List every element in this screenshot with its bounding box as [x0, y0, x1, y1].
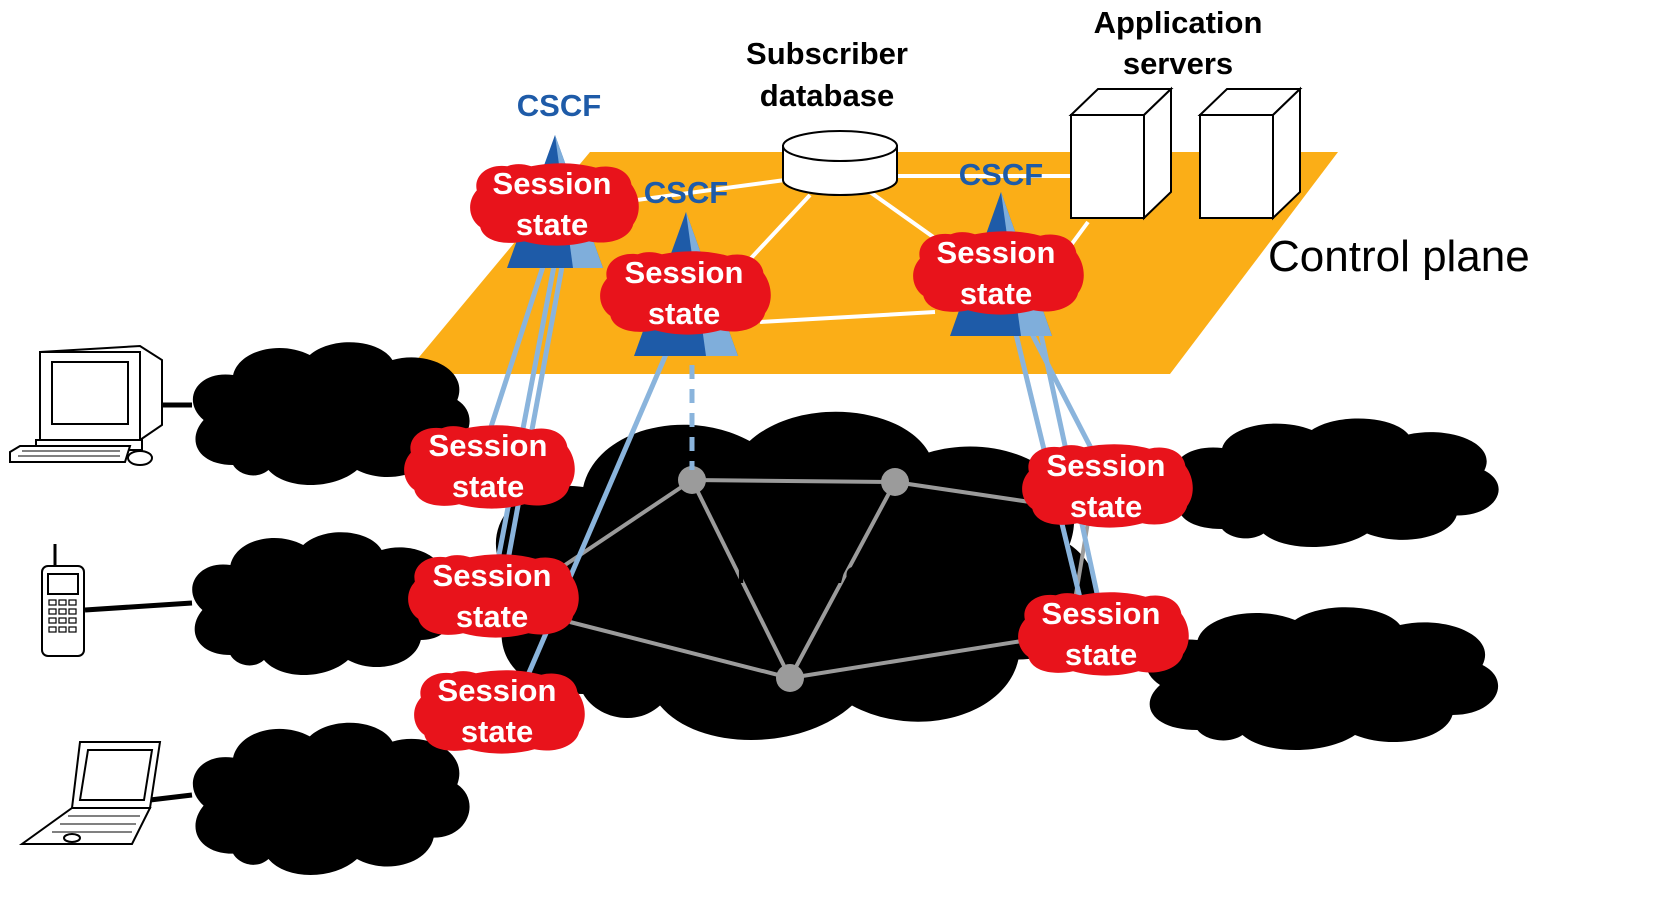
application-server-icon — [1197, 86, 1303, 221]
svg-text:state: state — [1065, 637, 1137, 672]
subscriber-database-label: Subscriber — [746, 36, 908, 71]
svg-text:Session: Session — [1042, 596, 1161, 631]
laptop-icon — [18, 741, 162, 845]
application-servers-label: servers — [1123, 46, 1233, 81]
session-state-bubble: Session state — [404, 425, 575, 509]
svg-text:state: state — [461, 714, 533, 749]
svg-text:Session: Session — [625, 255, 744, 290]
external-network-label-pstn: PSTN — [1282, 456, 1365, 491]
svg-text:state: state — [456, 599, 528, 634]
svg-text:Session: Session — [1047, 448, 1166, 483]
svg-text:Session: Session — [493, 166, 612, 201]
svg-text:state: state — [452, 469, 524, 504]
session-state-bubble: Session state — [408, 554, 579, 638]
session-state-bubble: Session state — [1022, 444, 1193, 528]
subscriber-database-label: database — [760, 78, 894, 113]
session-state-bubble: Session state — [414, 670, 585, 754]
session-state-bubble: Session state — [600, 251, 771, 335]
core-network-links — [563, 478, 1092, 680]
access-network-label-gsm: 3GPP LTE — [254, 599, 401, 634]
access-network-label-wlan: WLAN — [280, 743, 373, 778]
svg-text:Session: Session — [937, 235, 1056, 270]
application-servers-label: Application — [1094, 5, 1263, 40]
core-network-label: core network — [701, 555, 895, 590]
svg-text:state: state — [960, 276, 1032, 311]
access-network-label-wlan: Wimax — [276, 784, 376, 819]
core-nodes — [678, 466, 909, 692]
cscf-label: CSCF — [517, 88, 601, 123]
mobile-phone-icon — [41, 544, 85, 657]
session-state-bubble: Session state — [1018, 592, 1189, 676]
desktop-computer-icon — [9, 344, 163, 466]
svg-text:state: state — [1070, 489, 1142, 524]
core-router-node — [881, 468, 909, 496]
svg-text:state: state — [648, 296, 720, 331]
svg-text:Session: Session — [433, 558, 552, 593]
cscf-label: CSCF — [644, 175, 728, 210]
core-router-node — [776, 664, 804, 692]
svg-text:Session: Session — [429, 428, 548, 463]
cscf-label: CSCF — [959, 157, 1043, 192]
core-network-label: IP-based — [732, 514, 861, 549]
svg-text:state: state — [516, 207, 588, 242]
application-server-icon — [1068, 86, 1174, 221]
control-plane-label: Control plane — [1268, 232, 1530, 281]
session-state-bubble: Session state — [470, 163, 639, 246]
session-state-bubble: Session state — [913, 231, 1084, 315]
subscriber-database-icon — [782, 130, 898, 196]
svg-text:Session: Session — [438, 673, 557, 708]
access-network-label-xdsl: xDSL — [295, 388, 374, 423]
core-router-node — [678, 466, 706, 494]
device-links — [84, 402, 193, 803]
control-plane-links — [599, 174, 1090, 324]
external-network-label-other-operator: Other operator — [1204, 650, 1421, 685]
access-network-label-gsm: GSM, UMTS — [240, 558, 416, 593]
